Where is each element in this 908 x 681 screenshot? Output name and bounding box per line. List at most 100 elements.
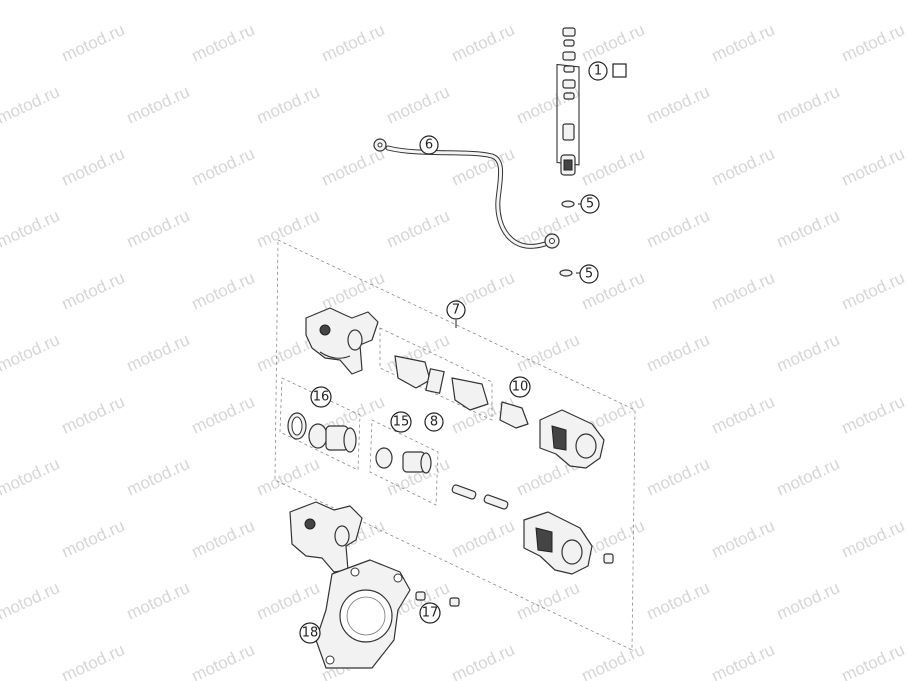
callout-label: 15 [393, 415, 410, 430]
watermark-text: motod.ru [189, 20, 258, 66]
callout-16: 16 [310, 386, 332, 408]
caliper-lower-right [523, 511, 614, 575]
watermark-text: motod.ru [579, 20, 648, 66]
callout-7: 7 [446, 300, 466, 320]
callout-label: 5 [585, 267, 593, 282]
watermark-text: motod.ru [0, 578, 62, 624]
watermark-text: motod.ru [839, 392, 908, 438]
watermark-text: motod.ru [839, 640, 908, 681]
watermark-text: motod.ru [59, 144, 128, 190]
watermark-text: motod.ru [254, 454, 323, 500]
slide-pins [451, 484, 509, 510]
callout-label: 7 [452, 303, 460, 318]
watermark-text: motod.ru [124, 454, 193, 500]
bleeder-fitting-set [562, 27, 576, 100]
watermark-text: motod.ru [579, 144, 648, 190]
watermark-text: motod.ru [709, 516, 778, 562]
callout-label: 1 [594, 64, 602, 79]
watermark-layer: motod.ru motod.ru motod.ru motod.ru motod.ru… [0, 20, 907, 681]
callout-label: 5 [586, 197, 594, 212]
watermark-text: motod.ru [839, 20, 908, 66]
watermark-text: motod.ru [59, 640, 128, 681]
callout-label: 17 [422, 606, 439, 621]
piston-seal-set [287, 412, 357, 453]
callout-label: 16 [313, 390, 330, 405]
watermark-text: motod.ru [644, 206, 713, 252]
callout-label: 6 [425, 138, 433, 153]
washer-lower [559, 269, 573, 277]
watermark-text: motod.ru [644, 454, 713, 500]
watermark-text: motod.ru [254, 578, 323, 624]
watermark-text: motod.ru [0, 82, 62, 128]
watermark-text: motod.ru [59, 20, 128, 66]
watermark-text: motod.ru [774, 454, 843, 500]
watermark-text: motod.ru [59, 392, 128, 438]
banjo-bolt [560, 123, 576, 176]
watermark-text: motod.ru [189, 392, 258, 438]
watermark-text: motod.ru [709, 640, 778, 681]
watermark-text: motod.ru [0, 206, 62, 252]
watermark-text: motod.ru [449, 20, 518, 66]
watermark-text: motod.ru [579, 640, 648, 681]
callout-label: 8 [430, 415, 438, 430]
callout-label: 10 [512, 380, 529, 395]
watermark-text: motod.ru [124, 82, 193, 128]
callout-label: 18 [302, 626, 319, 641]
watermark-text: motod.ru [189, 144, 258, 190]
watermark-text: motod.ru [124, 206, 193, 252]
callout-10: 10 [509, 376, 531, 398]
callout-15: 15 [390, 411, 412, 433]
washer-upper [561, 200, 575, 208]
brake-pads [394, 355, 489, 411]
watermark-text: motod.ru [774, 206, 843, 252]
watermark-text: motod.ru [709, 144, 778, 190]
watermark-text: motod.ru [514, 578, 583, 624]
watermark-text: motod.ru [254, 82, 323, 128]
watermark-text: motod.ru [644, 578, 713, 624]
watermark-text: motod.ru [774, 330, 843, 376]
watermark-text: motod.ru [384, 206, 453, 252]
watermark-text: motod.ru [0, 330, 62, 376]
caliper-upper-right [539, 409, 605, 469]
watermark-text: motod.ru [59, 268, 128, 314]
callout-18: 18 [299, 622, 321, 644]
watermark-text: motod.ru [0, 454, 62, 500]
watermark-text: motod.ru [709, 268, 778, 314]
watermark-text: motod.ru [514, 330, 583, 376]
watermark-text: motod.ru [709, 20, 778, 66]
watermark-text: motod.ru [319, 20, 388, 66]
caliper-bracket [315, 559, 411, 669]
watermark-text: motod.ru [59, 516, 128, 562]
callout-6: 6 [419, 135, 439, 155]
pad-spring [499, 401, 529, 429]
watermark-text: motod.ru [774, 578, 843, 624]
watermark-text: motod.ru [124, 578, 193, 624]
watermark-text: motod.ru [774, 82, 843, 128]
watermark-text: motod.ru [839, 268, 908, 314]
reference-square [612, 63, 627, 78]
watermark-text: motod.ru [189, 640, 258, 681]
callout-1: 1 [588, 61, 608, 81]
callout-8: 8 [424, 412, 444, 432]
watermark-text: motod.ru [644, 330, 713, 376]
watermark-text: motod.ru [254, 206, 323, 252]
watermark-text: motod.ru [319, 268, 388, 314]
watermark-text: motod.ru [709, 392, 778, 438]
callout-17: 17 [419, 602, 441, 624]
callout-5-upper: 5 [580, 194, 600, 214]
watermark-text: motod.ru [514, 82, 583, 128]
callout-5-lower: 5 [579, 264, 599, 284]
watermark-text: motod.ru [124, 330, 193, 376]
bracket-bolts [415, 591, 460, 607]
watermark-text: motod.ru [189, 516, 258, 562]
watermark-text: motod.ru [449, 640, 518, 681]
watermark-text: motod.ru [189, 268, 258, 314]
watermark-text: motod.ru [839, 144, 908, 190]
small-piston-set [375, 447, 432, 474]
brake-hose [373, 138, 560, 249]
watermark-text: motod.ru [449, 516, 518, 562]
watermark-text: motod.ru [839, 516, 908, 562]
caliper-upper-left [305, 307, 379, 375]
watermark-text: motod.ru [384, 82, 453, 128]
